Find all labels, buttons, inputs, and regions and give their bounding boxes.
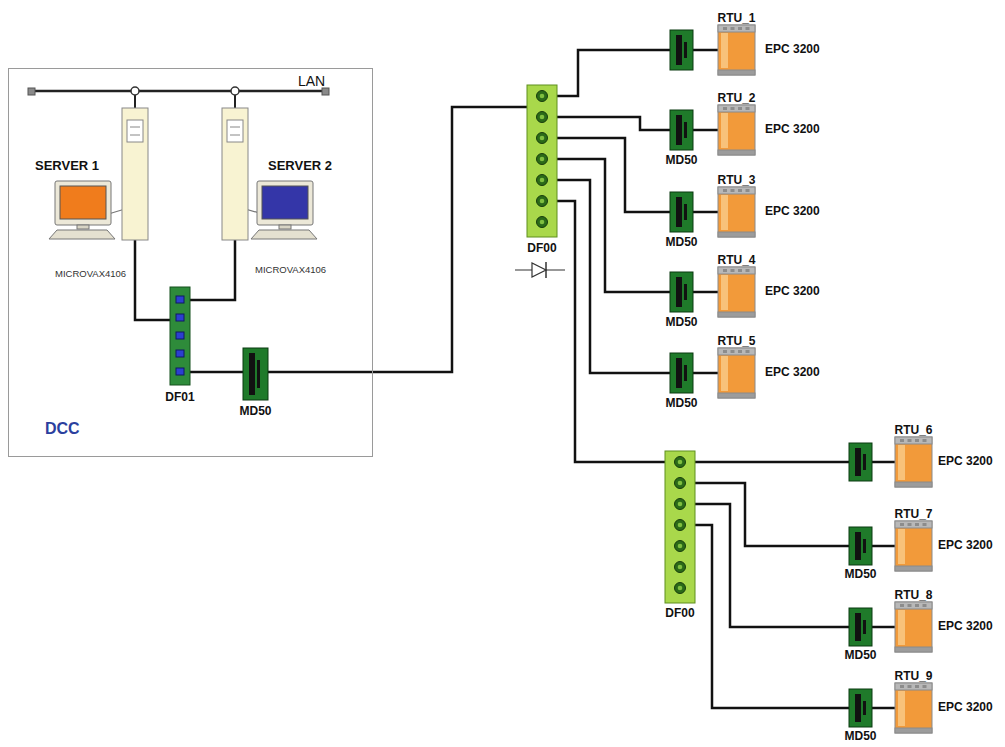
modem-icon — [849, 527, 872, 565]
device-label: RTU_2 — [717, 91, 755, 105]
rtu-icon — [718, 348, 755, 398]
model-label: EPC 3200 — [765, 42, 820, 56]
rtu-icon — [718, 25, 755, 75]
model-label: EPC 3200 — [765, 122, 820, 136]
diode-symbol — [515, 262, 565, 278]
device-label: SERVER 2 — [268, 158, 332, 173]
cable-connector — [190, 240, 235, 300]
modem-box: MD50 — [243, 348, 268, 400]
cable-connector — [872, 707, 895, 710]
cable-connector — [693, 211, 718, 214]
rtu-unit: RTU_7EPC 3200 — [895, 521, 932, 571]
hub-icon — [527, 85, 557, 237]
rtu-unit: RTU_2EPC 3200 — [718, 105, 755, 155]
device-label: MD50 — [665, 153, 697, 167]
modem-box: MD50 — [849, 689, 872, 727]
modem-icon — [670, 192, 693, 232]
model-label: EPC 3200 — [938, 700, 993, 714]
rtu-icon — [718, 267, 755, 317]
distribution-frame: DF00 — [665, 451, 695, 603]
device-label: RTU_8 — [894, 588, 932, 602]
device-label: MD50 — [239, 404, 271, 418]
cable-connector — [695, 504, 849, 627]
device-label: DCC — [45, 420, 80, 438]
modem-box: MD50 — [849, 527, 872, 565]
modem-box: MD50 — [849, 608, 872, 646]
device-label: RTU_5 — [717, 334, 755, 348]
device-label: DF01 — [165, 390, 194, 404]
modem-symbol — [849, 443, 872, 481]
cable-connector — [872, 626, 895, 629]
rtu-icon — [895, 602, 932, 652]
rtu-unit: RTU_9EPC 3200 — [895, 683, 932, 733]
modem-box: MD50 — [670, 272, 693, 312]
device-label: RTU_1 — [717, 11, 755, 25]
model-label: EPC 3200 — [765, 365, 820, 379]
rtu-unit: RTU_1EPC 3200 — [718, 25, 755, 75]
device-label: DF00 — [527, 241, 556, 255]
device-label: RTU_9 — [894, 669, 932, 683]
device-label: RTU_7 — [894, 507, 932, 521]
device-label: RTU_4 — [717, 253, 755, 267]
device-label: MD50 — [844, 729, 876, 743]
device-label: MD50 — [665, 235, 697, 249]
modem-symbol — [670, 30, 693, 70]
model-label: EPC 3200 — [938, 538, 993, 552]
control-center-region: DCCSERVER 1MICROVAX4106SERVER 2MICROVAX4… — [8, 68, 373, 457]
device-label: MD50 — [665, 396, 697, 410]
device-label: DF00 — [665, 606, 694, 620]
rtu-unit: RTU_4EPC 3200 — [718, 267, 755, 317]
cable-connector — [557, 117, 670, 130]
network-label: LAN — [298, 73, 325, 89]
hub-icon — [665, 451, 695, 603]
df01-icon — [170, 287, 190, 385]
rtu-icon — [895, 683, 932, 733]
cable-connector — [695, 525, 849, 708]
cable-connector — [695, 483, 849, 546]
rtu-icon — [718, 187, 755, 237]
device-label: RTU_6 — [894, 423, 932, 437]
modem-icon — [670, 110, 693, 150]
cable-connector — [190, 371, 243, 374]
model-label: EPC 3200 — [938, 619, 993, 633]
cable-connector — [135, 240, 170, 320]
server-workstation: SERVER 2MICROVAX4106 — [220, 105, 320, 240]
rtu-unit: RTU_5EPC 3200 — [718, 348, 755, 398]
cable-connector — [693, 129, 718, 132]
server-workstation: SERVER 1MICROVAX4106 — [30, 105, 152, 240]
distribution-frame: DF00 — [527, 85, 557, 237]
device-label: SERVER 1 — [35, 158, 99, 173]
model-label: MICROVAX4106 — [55, 268, 126, 280]
cable-connector — [872, 545, 895, 548]
modem-icon — [849, 608, 872, 646]
lan-bus — [28, 87, 329, 108]
device-label: MD50 — [665, 315, 697, 329]
cable-connector — [557, 201, 665, 462]
rtu-unit: RTU_8EPC 3200 — [895, 602, 932, 652]
device-label: MD50 — [844, 648, 876, 662]
model-label: MICROVAX4106 — [255, 264, 326, 276]
rtu-icon — [718, 105, 755, 155]
model-label: EPC 3200 — [765, 284, 820, 298]
rtu-icon — [895, 437, 932, 487]
cable-connector — [693, 291, 718, 294]
modem-box: MD50 — [670, 353, 693, 393]
rtu-icon — [895, 521, 932, 571]
device-label: MD50 — [844, 567, 876, 581]
modem-box: MD50 — [670, 110, 693, 150]
modem-box: MD50 — [670, 192, 693, 232]
cable-connector — [557, 50, 718, 96]
cable-connector — [693, 372, 718, 375]
modem-icon — [670, 353, 693, 393]
rtu-unit: RTU_3EPC 3200 — [718, 187, 755, 237]
model-label: EPC 3200 — [765, 204, 820, 218]
modem-icon — [849, 689, 872, 727]
distribution-frame: DF01 — [170, 287, 190, 385]
rtu-unit: RTU_6EPC 3200 — [895, 437, 932, 487]
modem-icon — [243, 348, 268, 400]
model-label: EPC 3200 — [938, 454, 993, 468]
modem-icon — [670, 272, 693, 312]
device-label: RTU_3 — [717, 173, 755, 187]
